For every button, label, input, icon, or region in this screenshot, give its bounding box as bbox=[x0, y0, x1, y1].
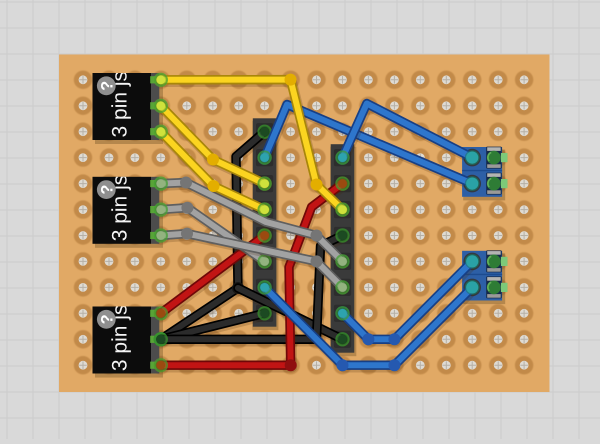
svg-text:?: ? bbox=[98, 185, 116, 195]
svg-text:?: ? bbox=[98, 314, 116, 324]
svg-text:?: ? bbox=[98, 81, 116, 91]
